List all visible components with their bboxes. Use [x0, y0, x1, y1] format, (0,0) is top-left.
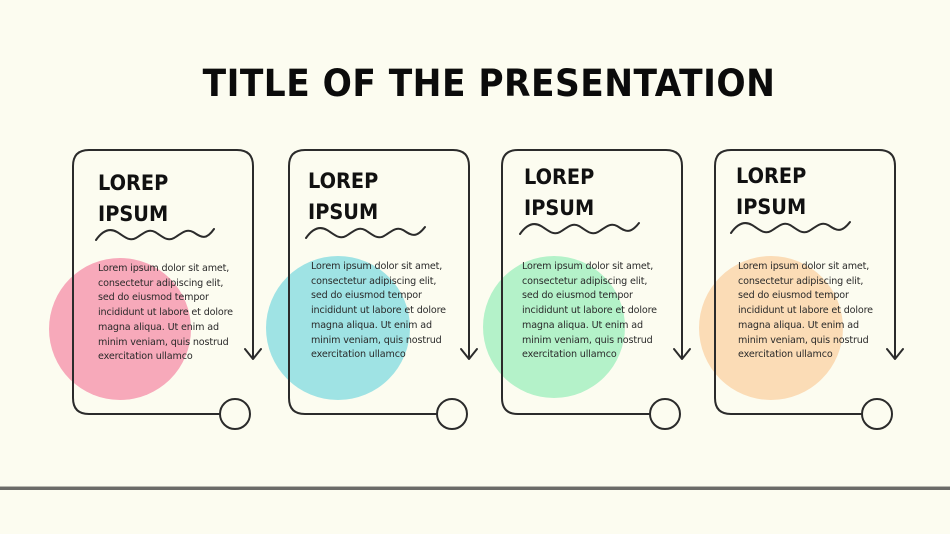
bottom-rule	[0, 487, 950, 490]
body-line: sed do eiusmod tempor	[98, 292, 209, 304]
body-line: exercitation ullamco	[522, 349, 617, 361]
slide-title: TITLE OF THE PRESENTATION	[202, 62, 776, 105]
body-line: minim veniam, quis nostrud	[738, 334, 869, 346]
card-heading-line1: LOREP	[524, 165, 595, 189]
card-2-heading: LOREP IPSUM	[308, 166, 378, 228]
circle-node-icon	[861, 398, 893, 430]
body-line: magna aliqua. Ut enim ad	[738, 319, 859, 331]
body-line: Lorem ipsum dolor sit amet,	[98, 263, 230, 274]
card-2-body: Lorem ipsum dolor sit amet, consectetur …	[311, 260, 486, 363]
body-line: incididunt ut labore et dolore	[522, 305, 657, 317]
body-line: incididunt ut labore et dolore	[738, 305, 873, 317]
card-heading-line2: IPSUM	[308, 200, 379, 224]
body-line: magna aliqua. Ut enim ad	[98, 321, 219, 333]
card-heading-line2: IPSUM	[736, 195, 807, 219]
circle-node-icon	[436, 398, 468, 430]
card-1-heading: LOREP IPSUM	[98, 168, 168, 230]
card-heading-line2: IPSUM	[98, 202, 169, 226]
body-line: minim veniam, quis nostrud	[98, 336, 229, 348]
body-line: exercitation ullamco	[98, 351, 193, 363]
body-line: magna aliqua. Ut enim ad	[522, 319, 643, 331]
body-line: incididunt ut labore et dolore	[98, 307, 233, 319]
wave-divider-icon	[95, 228, 215, 241]
card-4-heading: LOREP IPSUM	[736, 161, 806, 223]
card-3-heading: LOREP IPSUM	[524, 162, 594, 224]
card-heading-line2: IPSUM	[524, 196, 595, 220]
body-line: consectetur adipiscing elit,	[522, 275, 648, 287]
circle-node-icon	[649, 398, 681, 430]
body-line: Lorem ipsum dolor sit amet,	[522, 261, 654, 272]
body-line: magna aliqua. Ut enim ad	[311, 319, 432, 331]
body-line: exercitation ullamco	[738, 349, 833, 361]
body-line: consectetur adipiscing elit,	[738, 275, 864, 287]
card-heading-line1: LOREP	[98, 171, 169, 195]
body-line: incididunt ut labore et dolore	[311, 305, 446, 317]
body-line: Lorem ipsum dolor sit amet,	[738, 261, 870, 272]
body-line: sed do eiusmod tempor	[738, 290, 849, 302]
body-line: consectetur adipiscing elit,	[98, 277, 224, 289]
body-line: consectetur adipiscing elit,	[311, 275, 437, 287]
body-line: exercitation ullamco	[311, 349, 406, 361]
circle-node-icon	[219, 398, 251, 430]
card-heading-line1: LOREP	[736, 164, 807, 188]
wave-divider-icon	[730, 221, 851, 234]
wave-divider-icon	[305, 226, 426, 239]
body-line: minim veniam, quis nostrud	[311, 334, 442, 346]
bottom-rule-highlight	[0, 486, 950, 487]
card-3-body: Lorem ipsum dolor sit amet, consectetur …	[522, 260, 697, 363]
body-line: Lorem ipsum dolor sit amet,	[311, 261, 443, 272]
card-4-body: Lorem ipsum dolor sit amet, consectetur …	[738, 260, 913, 363]
card-heading-line1: LOREP	[308, 169, 379, 193]
wave-divider-icon	[519, 222, 640, 235]
body-line: sed do eiusmod tempor	[522, 290, 633, 302]
body-line: minim veniam, quis nostrud	[522, 334, 653, 346]
body-line: sed do eiusmod tempor	[311, 290, 422, 302]
card-1-body: Lorem ipsum dolor sit amet, consectetur …	[98, 262, 273, 365]
